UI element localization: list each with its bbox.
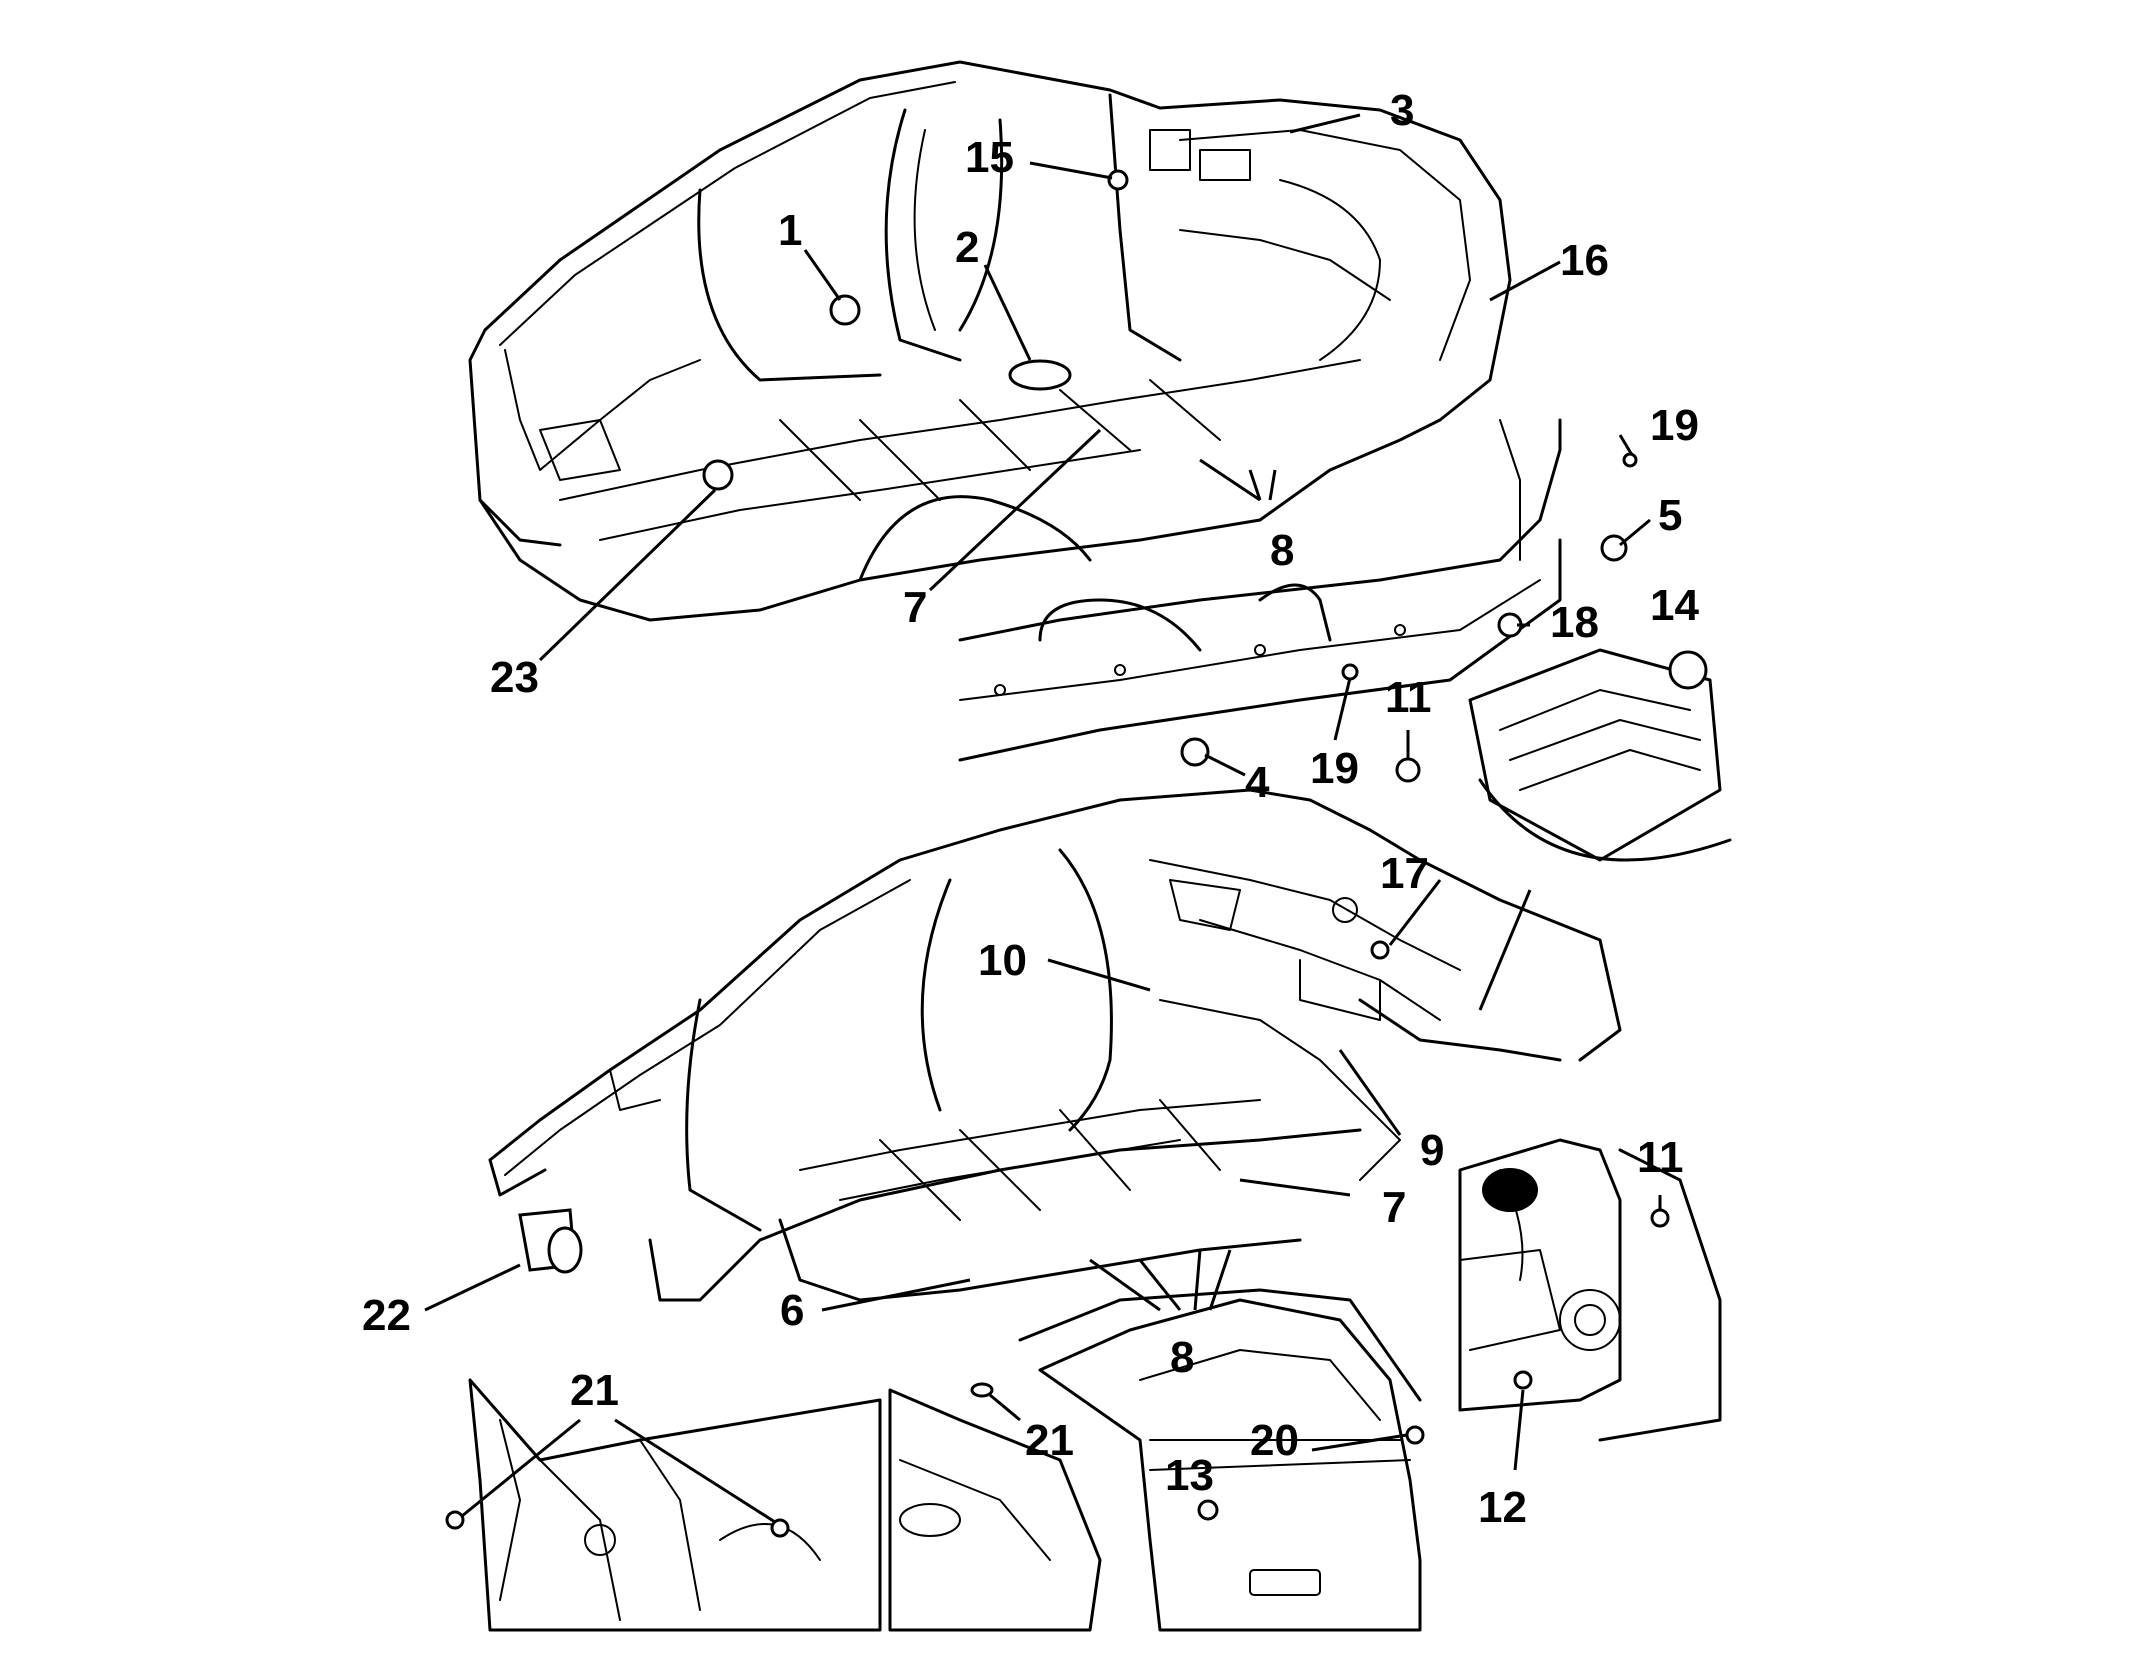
callout-20: 20 [1250, 1416, 1299, 1465]
callout-15: 15 [965, 133, 1014, 182]
plug-15 [1107, 169, 1129, 191]
callout-21-left: 21 [570, 1366, 619, 1415]
callout-19-lower: 19 [1310, 744, 1359, 793]
liftgate-illustration [1018, 1288, 1422, 1632]
callout-7-lower: 7 [1382, 1183, 1406, 1232]
lower-body-shell-illustration [488, 788, 1622, 1302]
callout-19-upper: 19 [1650, 401, 1699, 450]
rocker-panel-illustration [958, 418, 1562, 762]
callout-labels: 1 2 3 15 16 19 5 14 18 8 7 23 11 4 19 17… [362, 86, 1699, 1532]
rear-floor-inset-illustration [1468, 648, 1732, 1011]
plug-2 [1008, 359, 1072, 391]
plug-11-upper [1395, 757, 1421, 783]
plug-11-lower [1650, 1208, 1670, 1228]
plug-17 [1370, 940, 1390, 960]
plug-21-left-b [770, 1518, 790, 1538]
callout-17: 17 [1380, 849, 1429, 898]
lower-left-inset-illustration [468, 1378, 882, 1632]
plug-13 [1197, 1499, 1219, 1521]
callout-21-middle: 21 [1025, 1416, 1074, 1465]
callout-23: 23 [490, 653, 539, 702]
callout-8-upper: 8 [1270, 526, 1294, 575]
callout-4: 4 [1245, 758, 1270, 807]
callout-3: 3 [1390, 86, 1414, 135]
callout-12: 12 [1478, 1483, 1527, 1532]
plug-20 [1405, 1425, 1425, 1445]
callout-2: 2 [955, 223, 979, 272]
plug-21-left-a [445, 1510, 465, 1530]
plug-23 [702, 459, 734, 491]
plug-21-mid [970, 1382, 994, 1398]
plug-4 [1180, 737, 1210, 767]
plug-5 [1600, 534, 1628, 562]
callout-8-lower: 8 [1170, 1333, 1194, 1382]
callout-11-lower: 11 [1637, 1133, 1684, 1182]
callout-7-upper: 7 [903, 583, 927, 632]
callout-11-upper: 11 [1385, 673, 1432, 722]
callout-6: 6 [780, 1286, 804, 1335]
callout-16: 16 [1560, 236, 1609, 285]
plug-14-cap [1668, 650, 1708, 690]
plug-1 [829, 294, 861, 326]
callout-14: 14 [1650, 581, 1699, 630]
plug-19-upper [1622, 452, 1638, 468]
callout-22: 22 [362, 1291, 411, 1340]
lower-middle-inset-illustration [888, 1388, 1102, 1632]
callout-1: 1 [778, 206, 802, 255]
plug-22-bolt [518, 1208, 583, 1274]
callout-18: 18 [1550, 598, 1599, 647]
callout-10: 10 [978, 936, 1027, 985]
plug-19-lower [1341, 663, 1359, 681]
callout-9: 9 [1420, 1126, 1444, 1175]
callout-13: 13 [1165, 1451, 1214, 1500]
plug-12 [1513, 1370, 1533, 1390]
leader-lines [424, 113, 1662, 1524]
loose-parts [445, 169, 1708, 1538]
callout-5: 5 [1658, 491, 1682, 540]
upper-body-shell-illustration [468, 60, 1512, 622]
rear-corner-inset-illustration [1458, 1138, 1722, 1442]
